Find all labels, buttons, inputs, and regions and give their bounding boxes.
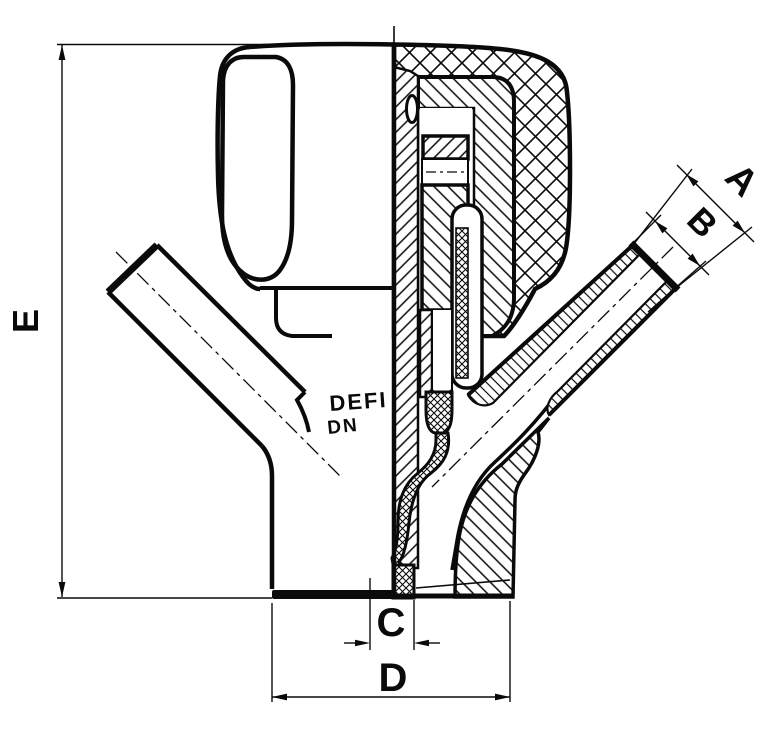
stem-assembly: [418, 108, 484, 568]
seal-holder: [424, 390, 454, 435]
right-pipe-top-wall: [466, 243, 643, 407]
cast-text-brand: DEFI: [329, 387, 389, 416]
left-pipe-centerline: [115, 251, 343, 479]
right-branch-pipe: [431, 240, 681, 488]
packing-core: [455, 227, 469, 379]
handwheel-grip-lobe: [219, 54, 296, 282]
cast-text-dn: DN: [326, 415, 359, 439]
dim-c-arrow-left: [355, 639, 370, 647]
handwheel-top-edge: [249, 41, 395, 50]
dim-b-extension-bottom: [647, 260, 707, 313]
dim-a-label: A: [717, 156, 766, 205]
dim-b-arrow-1: [655, 221, 668, 234]
right-pipe-weld-end-face: [628, 240, 681, 293]
dim-e-label: E: [5, 309, 46, 333]
valve-body-section: [394, 388, 562, 599]
dim-d-arrow-right: [495, 693, 510, 701]
dim-b-arrow-2: [687, 253, 700, 266]
left-pipe-top-edge: [155, 243, 307, 394]
dimension-c: C: [344, 578, 440, 650]
left-pipe-weld-end-face: [105, 242, 160, 295]
dim-c-arrow-right: [414, 639, 429, 647]
bonnet-column: [392, 65, 420, 570]
dimension-d: D: [271, 601, 511, 702]
valve-body-left-outline: [260, 289, 394, 599]
dim-a-arrow-1: [686, 174, 699, 187]
right-pipe-bottom-outer-edge: [547, 286, 678, 417]
body-left-edge: [260, 444, 275, 589]
stem-collar: [421, 134, 470, 161]
dim-b-extension-top: [595, 214, 662, 281]
body-bottom-weld-band-left: [272, 590, 394, 599]
dim-d-arrow-left: [272, 693, 287, 701]
o-ring: [405, 94, 419, 124]
left-pipe-body-junction: [294, 390, 311, 433]
stem-step-gap: [431, 310, 453, 395]
dimension-e: E: [5, 43, 300, 599]
handwheel-left-outline: [215, 41, 395, 292]
dim-a-arrow-2: [732, 220, 745, 233]
stem-lower-strip: [418, 308, 434, 399]
dim-e-arrow-down: [58, 582, 66, 597]
seat-cone-line: [415, 579, 511, 589]
left-pipe-bottom-edge: [106, 290, 264, 448]
handwheel-left-profile: [215, 44, 261, 292]
dim-c-label: C: [377, 601, 406, 645]
dim-a-extension-bottom: [675, 226, 753, 289]
cast-text: DEFI DN: [326, 387, 388, 439]
flow-passage-wall: [450, 388, 562, 571]
dim-d-label: D: [379, 656, 408, 700]
left-branch-pipe: [105, 242, 343, 479]
dim-e-arrow-up: [58, 45, 66, 60]
bonnet-collar-outline: [274, 289, 332, 338]
right-pipe-centerline: [431, 246, 674, 488]
